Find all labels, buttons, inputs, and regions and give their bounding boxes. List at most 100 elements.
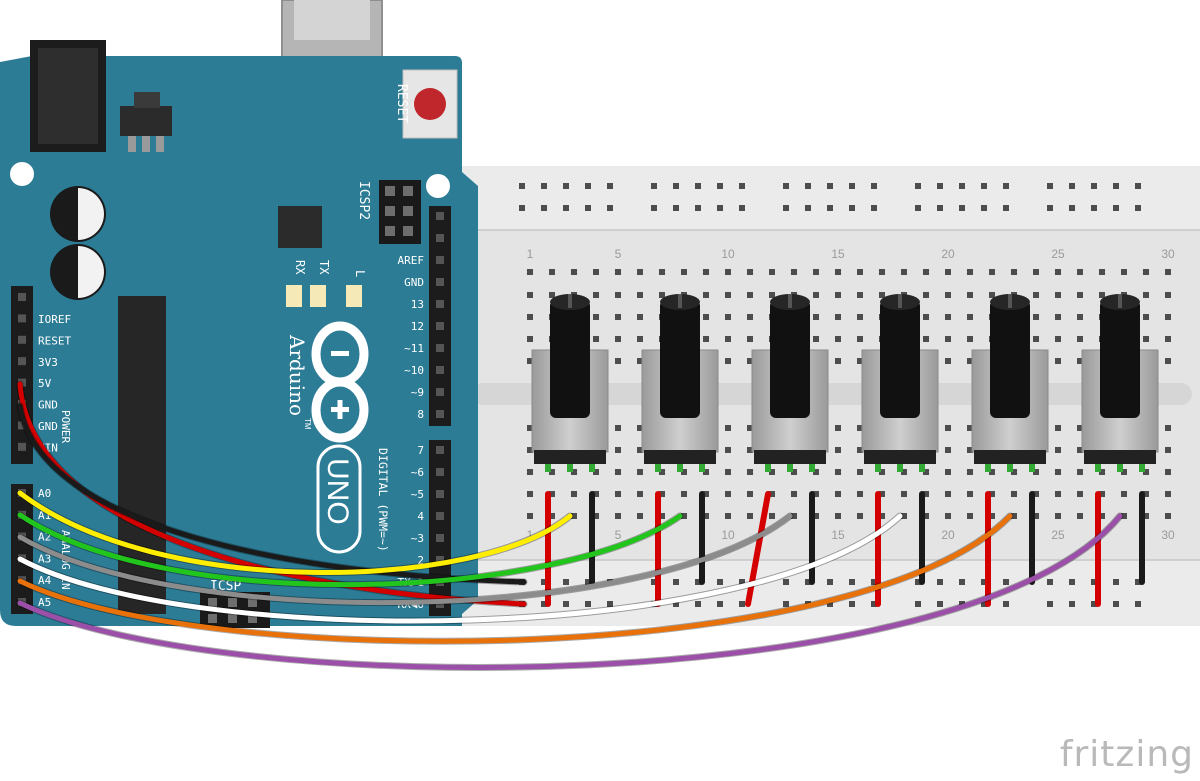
breadboard-hole [967,269,973,275]
pot-knob[interactable] [550,300,590,418]
breadboard-hole [923,469,929,475]
header-pin [436,234,444,242]
potentiometer[interactable] [531,294,609,472]
pin-label: 5V [38,377,52,390]
header-pin [436,410,444,418]
wire-5v [17,381,527,607]
rail-hole [937,183,943,189]
pin-label: A4 [38,574,52,587]
breadboard-hole [1011,269,1017,275]
pot-knob[interactable] [990,300,1030,418]
breadboard-hole [747,469,753,475]
breadboard-hole [1055,425,1061,431]
wire-a0 [17,490,573,575]
pin-label: RESET [38,334,71,347]
rail-hole [673,579,679,585]
column-number: 10 [721,247,735,261]
breadboard-hole [637,269,643,275]
rail-hole [1003,205,1009,211]
rail-hole [1069,579,1075,585]
column-number: 1 [527,247,534,261]
potentiometer[interactable] [1081,294,1159,472]
rail-hole [937,579,943,585]
wire-a5 [17,513,1123,670]
breadboard-hole [1077,513,1083,519]
potentiometer[interactable] [861,294,939,472]
rail-hole [651,205,657,211]
breadboard-hole [1143,292,1149,298]
pot-base [864,450,936,464]
breadboard-hole [527,292,533,298]
pin-label: A0 [38,487,51,500]
breadboard-hole [791,491,797,497]
pin-label: ~5 [411,488,424,501]
breadboard-hole [571,269,577,275]
breadboard-hole [615,491,621,497]
digital-header-low [429,440,451,616]
breadboard-hole [593,336,599,342]
breadboard-hole [857,469,863,475]
pin-label: 4 [417,510,424,523]
rail-hole [981,205,987,211]
breadboard-hole [725,513,731,519]
pot-knob[interactable] [660,300,700,418]
reset-button[interactable] [402,69,458,139]
breadboard-hole [527,447,533,453]
breadboard-hole [1033,314,1039,320]
breadboard-hole [989,513,995,519]
pot-base [644,450,716,464]
header-pin [18,293,26,301]
breadboard-hole [967,292,973,298]
pot-knob[interactable] [770,300,810,418]
rail-hole [1047,205,1053,211]
column-number: 15 [831,528,845,542]
breadboard-hole [835,314,841,320]
breadboard-hole [703,491,709,497]
breadboard-hole [1121,469,1127,475]
pot-knob[interactable] [880,300,920,418]
breadboard-hole [747,491,753,497]
rx-led [286,285,302,307]
pin-label: 13 [411,298,424,311]
breadboard-hole [923,314,929,320]
potentiometer[interactable] [971,294,1049,472]
rail-hole [827,183,833,189]
header-pin [18,442,26,451]
potentiometer[interactable] [751,294,829,472]
breadboard-hole [571,513,577,519]
rail-hole [673,205,679,211]
breadboard-hole [1077,269,1083,275]
header-pin [18,357,26,366]
wires [16,380,1124,671]
breadboard-hole [923,292,929,298]
column-number: 20 [941,528,955,542]
header-pin [18,335,26,344]
breadboard-hole [769,491,775,497]
header-pin [436,600,444,608]
pin-label: GND [38,420,58,433]
header-pin [18,421,26,430]
breadboard-hole [769,292,775,298]
rail-hole [563,601,569,607]
rail-hole [849,183,855,189]
pin-label: ~9 [411,386,424,399]
breadboard-hole [1165,491,1171,497]
pot-knob[interactable] [1100,300,1140,418]
potentiometer[interactable] [641,294,719,472]
breadboard-hole [681,469,687,475]
rx-label: RX [293,260,307,275]
power-label: POWER [59,410,72,443]
breadboard-hole [1055,336,1061,342]
breadboard-hole [659,292,665,298]
rail-hole [1003,183,1009,189]
breadboard-hole [747,314,753,320]
header-pin [436,446,444,454]
breadboard-hole [923,336,929,342]
rail-hole [739,183,745,189]
breadboard-hole [747,292,753,298]
breadboard-hole [527,513,533,519]
header-pin [436,388,444,396]
breadboard-hole [571,469,577,475]
breadboard-hole [725,425,731,431]
rail-hole [1047,601,1053,607]
